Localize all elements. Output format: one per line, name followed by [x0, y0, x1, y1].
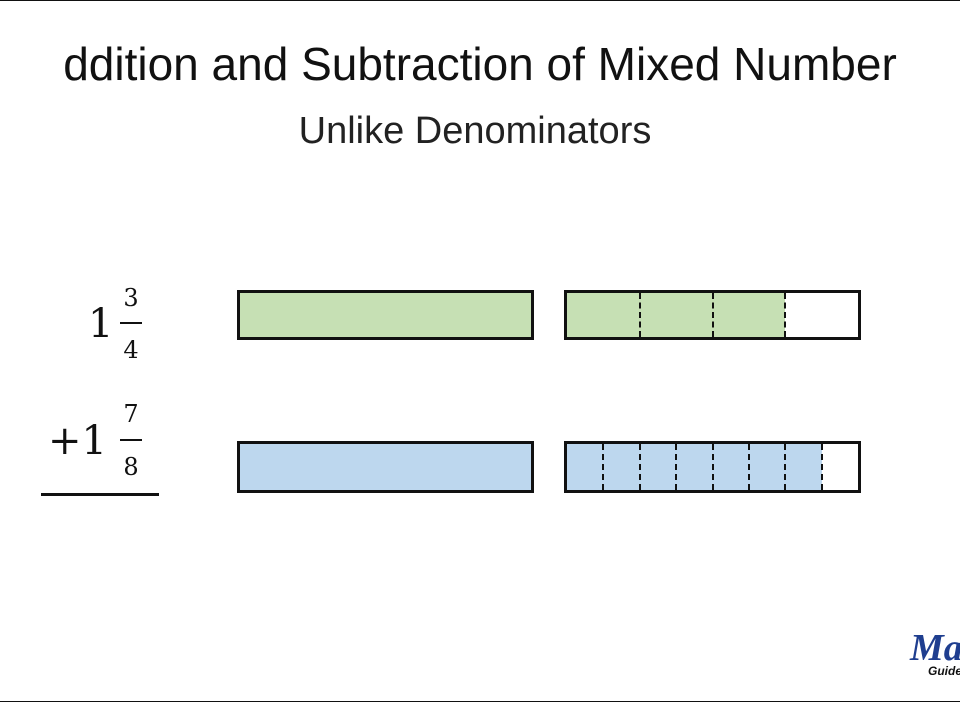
- whole-part: +1: [48, 418, 107, 464]
- fill: [240, 293, 531, 337]
- part-divider: [675, 444, 678, 490]
- whole-unit-bar-blue: [237, 441, 534, 493]
- logo-mark: Ma: [910, 628, 960, 669]
- bottom-border: [0, 701, 960, 702]
- whole-unit-bar-green: [237, 290, 534, 340]
- numerator: 3: [123, 284, 139, 312]
- denominator: 8: [123, 453, 139, 481]
- part-divider: [638, 293, 641, 337]
- part-divider: [711, 444, 714, 490]
- logo-tagline: Guide: [928, 664, 960, 678]
- fraction-bar-model-blue: [564, 441, 861, 493]
- top-border: [0, 0, 960, 1]
- part-divider: [820, 444, 823, 490]
- fraction-bar-model-green: [564, 290, 861, 340]
- part-divider: [784, 444, 787, 490]
- brand-logo: Ma Guide: [906, 628, 960, 682]
- numerator: 7: [123, 400, 139, 428]
- sum-line: [41, 493, 159, 496]
- part-divider: [638, 444, 641, 490]
- denominator: 4: [123, 336, 139, 364]
- part-divider: [747, 444, 750, 490]
- slide-title: ddition and Subtraction of Mixed Number: [63, 38, 897, 90]
- fill: [240, 444, 531, 490]
- part-divider: [784, 293, 787, 337]
- slide-subtitle: Unlike Denominators: [298, 110, 652, 152]
- fraction-bar: [120, 439, 142, 441]
- whole-part: 1: [88, 301, 114, 347]
- part-divider: [602, 444, 605, 490]
- fill: [567, 444, 822, 490]
- fill: [567, 293, 786, 337]
- fraction-bar: [120, 322, 142, 324]
- part-divider: [711, 293, 714, 337]
